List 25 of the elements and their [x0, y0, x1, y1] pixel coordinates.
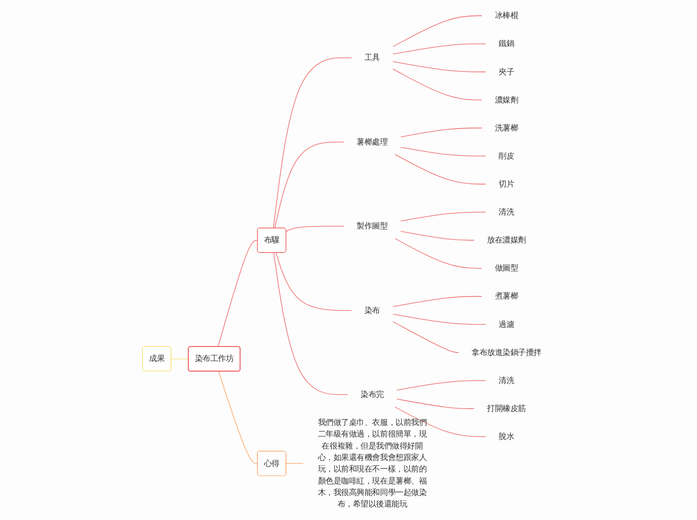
connector: [218, 240, 258, 348]
connector: [392, 68, 482, 100]
connector: [392, 44, 486, 54]
connector: [400, 128, 482, 138]
connector: [392, 296, 482, 307]
connector: [400, 212, 486, 222]
connector: [392, 15, 482, 47]
connector: [286, 463, 304, 464]
connector: [400, 146, 486, 156]
connector: [392, 321, 459, 353]
connector: [273, 252, 348, 395]
connector: [274, 142, 344, 228]
connector: [400, 231, 474, 241]
connector: [394, 238, 482, 269]
connector: [396, 398, 474, 409]
connector: [394, 154, 486, 184]
connector: [396, 380, 486, 390]
connector: [392, 314, 486, 325]
connector: [276, 252, 352, 311]
connector: [394, 406, 486, 437]
connector: [392, 61, 486, 72]
connector: [273, 58, 352, 228]
connector: [286, 226, 344, 232]
connector: [218, 371, 258, 464]
connector: [170, 358, 189, 360]
